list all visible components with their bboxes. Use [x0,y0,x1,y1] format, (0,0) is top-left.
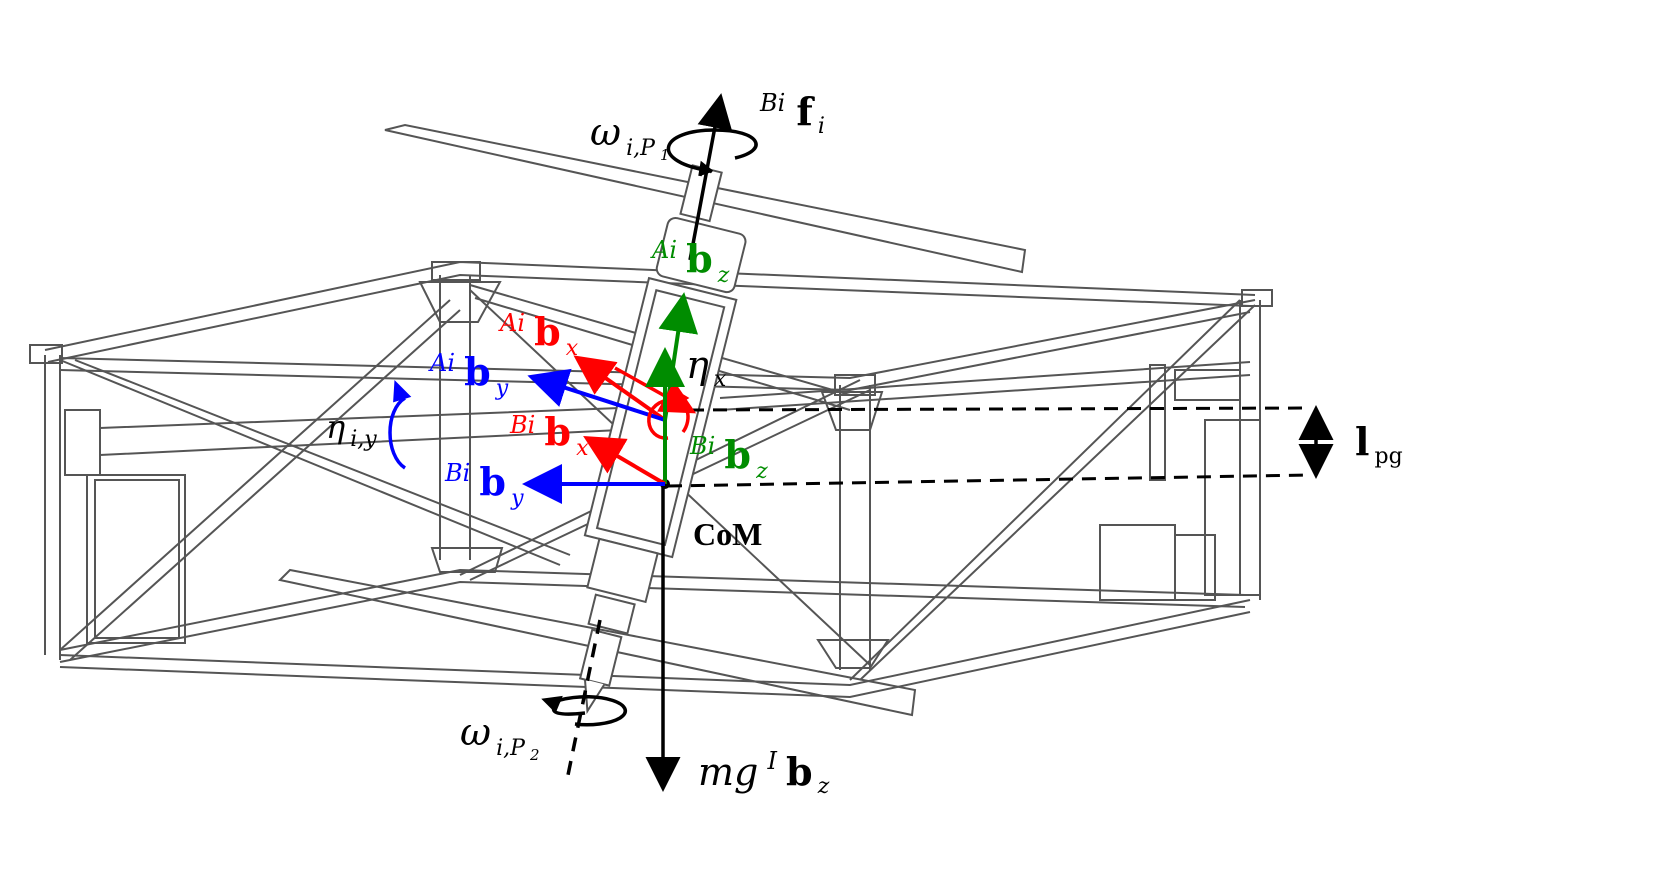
B-bx-label: Bi b x [509,409,589,461]
gravity-label: mg I b z [698,747,830,799]
A-bz-label: Ai b z [650,236,730,288]
lpg-label: l pg [1355,419,1403,469]
omega-p1-label: ω i,P 1 [590,110,670,164]
omega-p2-rotation-icon [541,695,628,727]
B-bz-label: Bi b z [689,432,768,484]
com-label: CoM [693,516,762,552]
eta-iy-label: η i,y [326,408,377,452]
A-by-label: Ai b y [428,349,509,401]
eta-x-label: η x [686,343,727,392]
omega-p2-label: ω i,P 2 [460,710,540,764]
bottom-propeller [277,568,917,717]
A-by-arrow [527,368,666,422]
lpg-reference-lines [667,406,1311,488]
B-by-label: Bi b y [444,459,524,511]
eta-x-red-arrow [614,366,697,414]
top-propeller [384,123,1027,274]
eta-iy-rotation-icon [388,380,412,470]
A-bx-label: Ai b x [498,309,579,361]
omega-p1-rotation-icon [666,128,758,177]
B-bx-arrow [583,435,667,486]
force-label: Bi f i [759,89,825,139]
